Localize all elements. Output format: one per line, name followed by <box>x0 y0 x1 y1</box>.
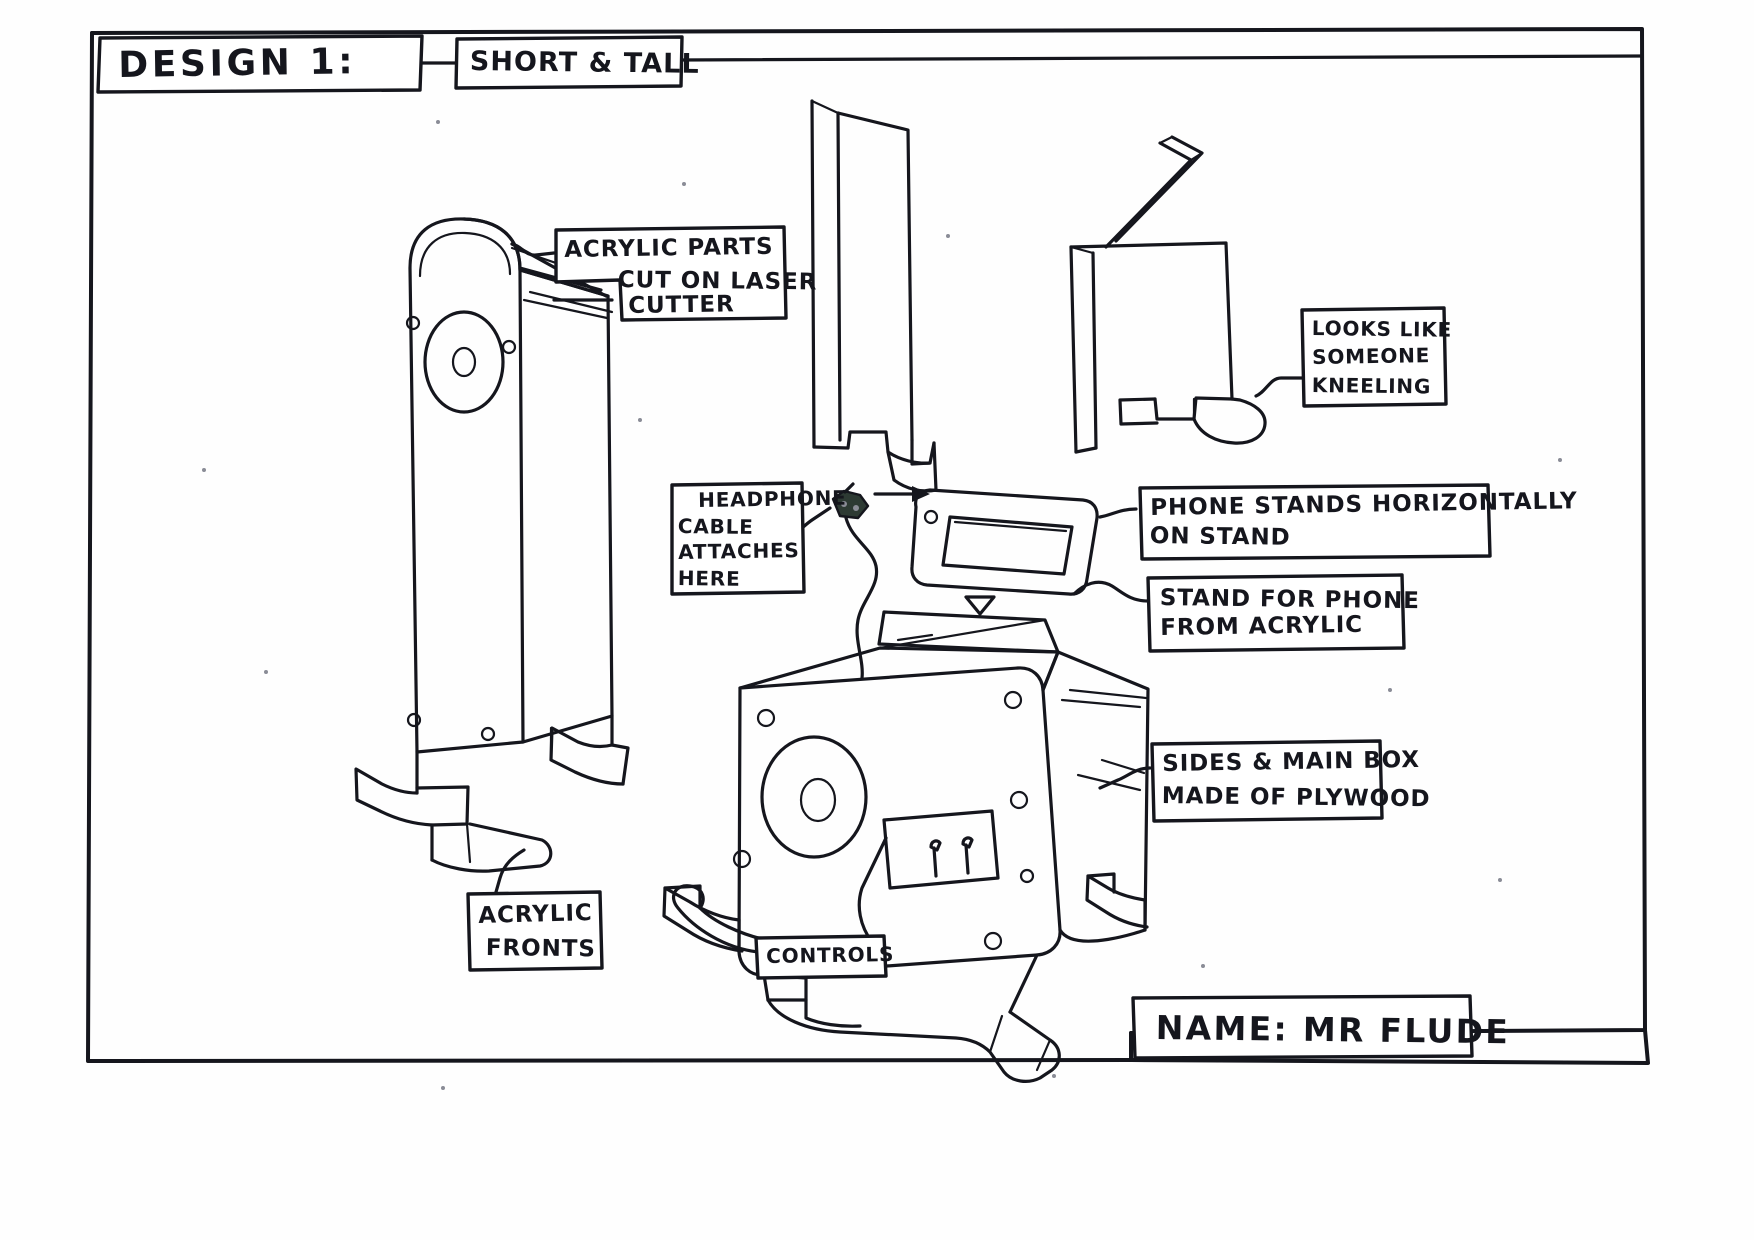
headphone-box-shape <box>670 481 806 596</box>
title-connectors <box>418 54 1644 65</box>
subtitle-box-shape <box>454 35 684 90</box>
control-panel <box>882 809 1000 890</box>
name-field: NAME: MR FLUDE <box>1155 1008 1511 1052</box>
side-profile-sketch <box>1069 135 1267 454</box>
main-box <box>662 618 1150 1083</box>
label-boxes <box>96 34 1492 1060</box>
name-box-shape <box>1131 994 1474 1060</box>
acrylic-fronts-box-shape <box>466 890 604 972</box>
title-box-shape <box>96 34 424 94</box>
phone-horizontal-box-shape <box>1138 483 1492 561</box>
headphone-arrow <box>873 486 930 502</box>
design-title: DESIGN 1: <box>118 41 357 86</box>
plywood-box-shape <box>1150 739 1384 823</box>
headphone-cable-assembly <box>831 482 879 680</box>
acrylic-parts-box-shape <box>554 225 788 322</box>
kneeling-box-shape <box>1300 306 1448 408</box>
paper-specks <box>202 120 1562 1090</box>
design-subtitle: SHORT & TALL <box>469 46 700 80</box>
tall-speaker <box>354 217 630 873</box>
phone-on-stand <box>910 488 1099 596</box>
stand-acrylic-box-shape <box>1146 573 1406 653</box>
controls-box-shape <box>754 934 888 980</box>
center-profile-sketch <box>810 99 938 493</box>
